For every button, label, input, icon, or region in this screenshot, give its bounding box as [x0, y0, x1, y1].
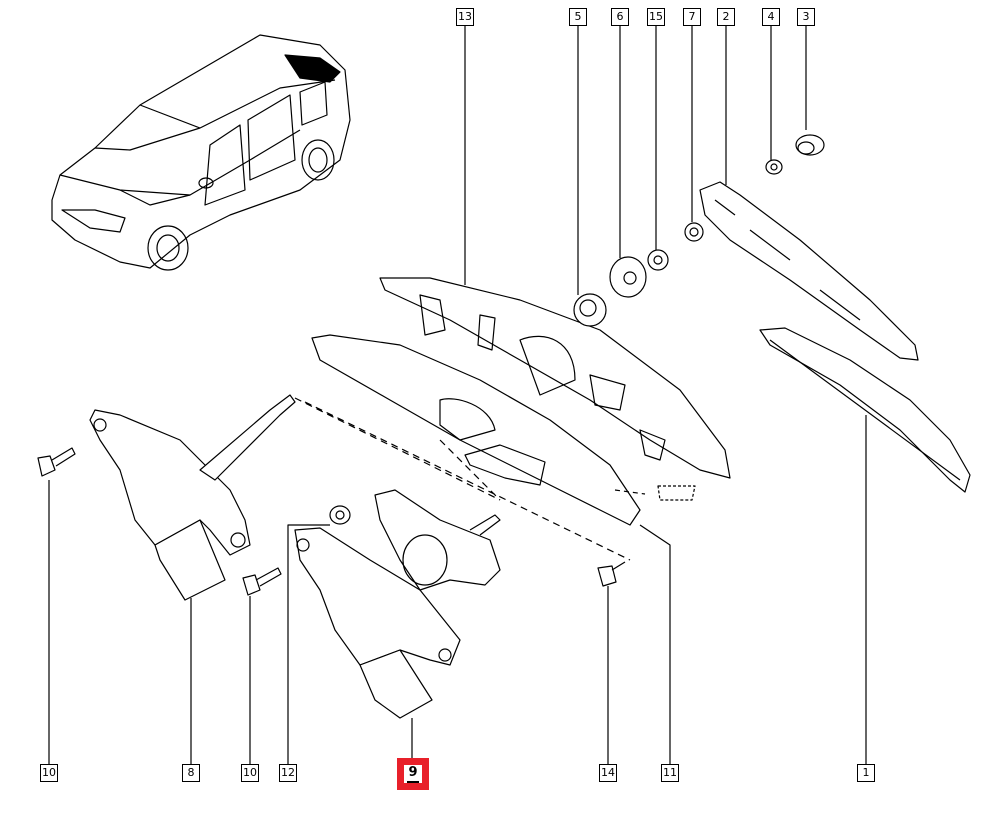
- wiper-blade: [759, 327, 971, 493]
- wiper-motor-8: [89, 394, 296, 601]
- spoiler-cover: [379, 277, 731, 479]
- washer-4-icon: [765, 159, 783, 175]
- grommet-5-icon: [573, 293, 607, 327]
- nut-3-icon: [795, 134, 825, 156]
- wiper-motor-9: [294, 527, 461, 719]
- callout-6[interactable]: 6: [611, 8, 629, 26]
- callout-13[interactable]: 13: [456, 8, 474, 26]
- callout-5[interactable]: 5: [569, 8, 587, 26]
- callout-14[interactable]: 14: [599, 764, 617, 782]
- callout-2[interactable]: 2: [717, 8, 735, 26]
- wiper-arm: [699, 181, 919, 361]
- vehicle-illustration: [51, 34, 351, 271]
- callout-1[interactable]: 1: [857, 764, 875, 782]
- callout-9-highlighted[interactable]: 9: [397, 758, 429, 790]
- seal-15-icon: [647, 249, 669, 271]
- washer-12-icon: [329, 505, 351, 525]
- callout-10[interactable]: 10: [40, 764, 58, 782]
- washer-7-icon: [684, 222, 704, 242]
- callout-15[interactable]: 15: [647, 8, 665, 26]
- callout-11[interactable]: 11: [661, 764, 679, 782]
- clip-14-icon: [597, 561, 626, 587]
- leader-lines: [48, 26, 867, 764]
- trim-panel: [311, 334, 641, 526]
- wiper-linkage: [374, 489, 501, 591]
- bolt-10a-icon: [37, 447, 76, 477]
- callout-7[interactable]: 7: [683, 8, 701, 26]
- bolt-10b-icon: [242, 567, 282, 596]
- callout-4[interactable]: 4: [762, 8, 780, 26]
- callout-3[interactable]: 3: [797, 8, 815, 26]
- gasket-6-icon: [609, 256, 647, 298]
- callout-8[interactable]: 8: [182, 764, 200, 782]
- callout-12[interactable]: 12: [279, 764, 297, 782]
- callout-9-text: 9: [407, 765, 419, 783]
- callout-10[interactable]: 10: [241, 764, 259, 782]
